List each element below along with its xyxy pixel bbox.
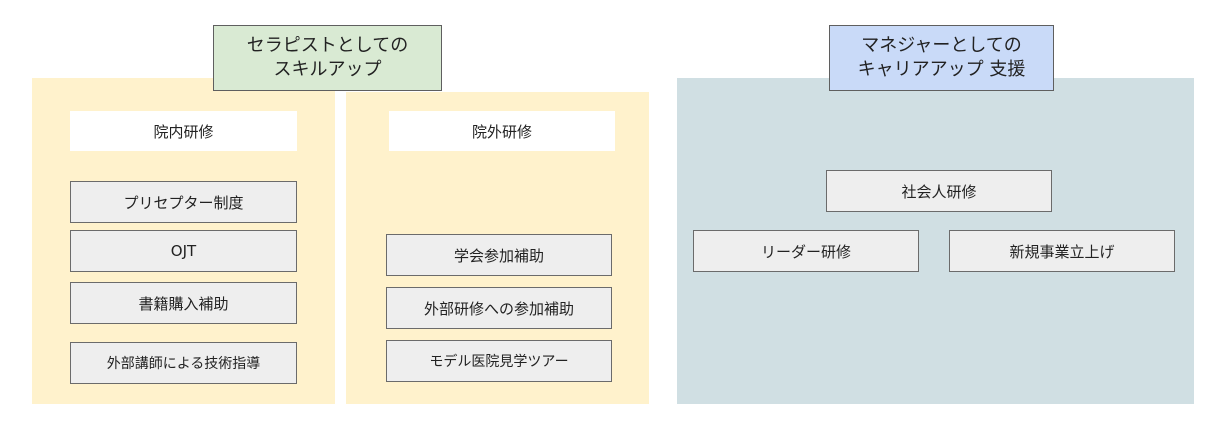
career-up-title: マネジャーとしての キャリアアップ 支援 [829, 25, 1054, 91]
leader-training-box: リーダー研修 [693, 230, 919, 272]
book-purchase-subsidy-box: 書籍購入補助 [70, 282, 297, 324]
conference-subsidy-box: 学会参加補助 [386, 234, 612, 276]
skill-up-title: セラピストとしての スキルアップ [213, 25, 442, 91]
skill-up-title-line2: スキルアップ [273, 59, 382, 80]
business-skills-training-box: 社会人研修 [826, 170, 1052, 212]
career-up-title-line1: マネジャーとしての [861, 35, 1022, 56]
new-business-launch-box: 新規事業立上げ [949, 230, 1175, 272]
external-training-subsidy-box: 外部研修への参加補助 [386, 287, 612, 329]
ojt-box: OJT [70, 230, 297, 272]
model-clinic-tour-box: モデル医院見学ツアー [386, 340, 612, 382]
external-training-heading: 院外研修 [389, 111, 615, 151]
career-up-title-line2: キャリアアップ 支援 [857, 59, 1026, 80]
in-house-training-heading: 院内研修 [70, 111, 297, 151]
preceptor-system-box: プリセプター制度 [70, 181, 297, 223]
external-instructor-guidance-box: 外部講師による技術指導 [70, 342, 297, 384]
skill-up-title-line1: セラピストとしての [246, 35, 409, 56]
